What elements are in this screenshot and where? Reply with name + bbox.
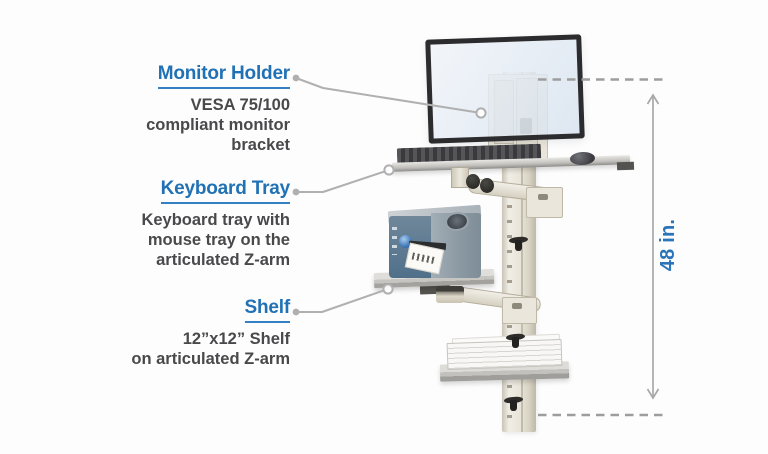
callout-monitor-holder-description: VESA 75/100 compliant monitor bracket xyxy=(0,95,290,155)
dimension-label-48in: 48 in. xyxy=(657,218,679,272)
description-line: VESA 75/100 xyxy=(190,96,290,114)
description-line: on articulated Z-arm xyxy=(131,350,290,368)
leader-line xyxy=(296,169,390,193)
callout-keyboard-tray-title: Keyboard Tray xyxy=(160,179,290,204)
description-line: Keyboard tray with xyxy=(141,211,290,229)
leader-line xyxy=(296,288,389,313)
label-printer xyxy=(387,204,483,279)
clamp-knob xyxy=(506,333,525,349)
keyboard-arm-knob xyxy=(466,174,480,189)
mouse-tray-endcap xyxy=(616,161,635,171)
paper-tray-stack xyxy=(446,339,563,370)
callout-monitor-holder-title: Monitor Holder xyxy=(157,64,290,89)
leader-start-dot xyxy=(292,308,300,316)
printer-buttons xyxy=(392,227,397,255)
leader-start-dot xyxy=(292,188,300,196)
description-line: 12”x12” Shelf xyxy=(182,330,290,348)
printer-label-print xyxy=(411,252,435,264)
shelf-arm-joint xyxy=(436,286,464,303)
description-line: compliant monitor xyxy=(146,116,290,134)
callout-shelf: Shelf 12”x12” Shelf on articulated Z-arm xyxy=(0,298,290,369)
clamp-knob xyxy=(509,236,528,252)
description-line: bracket xyxy=(231,136,290,154)
callout-keyboard-tray-description: Keyboard tray with mouse tray on the art… xyxy=(0,210,290,270)
callout-shelf-description: 12”x12” Shelf on articulated Z-arm xyxy=(0,329,290,369)
callout-shelf-title: Shelf xyxy=(244,298,290,323)
monitor xyxy=(425,34,585,144)
clamp-knob xyxy=(504,396,523,412)
track-plate-slot xyxy=(512,303,522,309)
callout-keyboard-tray: Keyboard Tray Keyboard tray with mouse t… xyxy=(0,179,290,270)
description-line: mouse tray on the xyxy=(147,231,290,249)
wall-track-groove xyxy=(521,72,523,432)
arrowhead-up-icon xyxy=(646,93,660,105)
shelf-arm-track-plate xyxy=(502,297,537,324)
leader-start-dot xyxy=(292,74,300,82)
track-plate-slot xyxy=(538,194,548,200)
keyboard-arm-knob xyxy=(480,178,494,193)
arrowhead-down-icon xyxy=(646,388,660,400)
leader-line-keyboard-tray xyxy=(292,164,395,196)
leader-line-shelf xyxy=(292,283,394,316)
callout-monitor-holder: Monitor Holder VESA 75/100 compliant mon… xyxy=(0,64,290,155)
description-line: articulated Z-arm xyxy=(156,251,290,269)
keyboard-arm-track-plate xyxy=(526,187,563,218)
